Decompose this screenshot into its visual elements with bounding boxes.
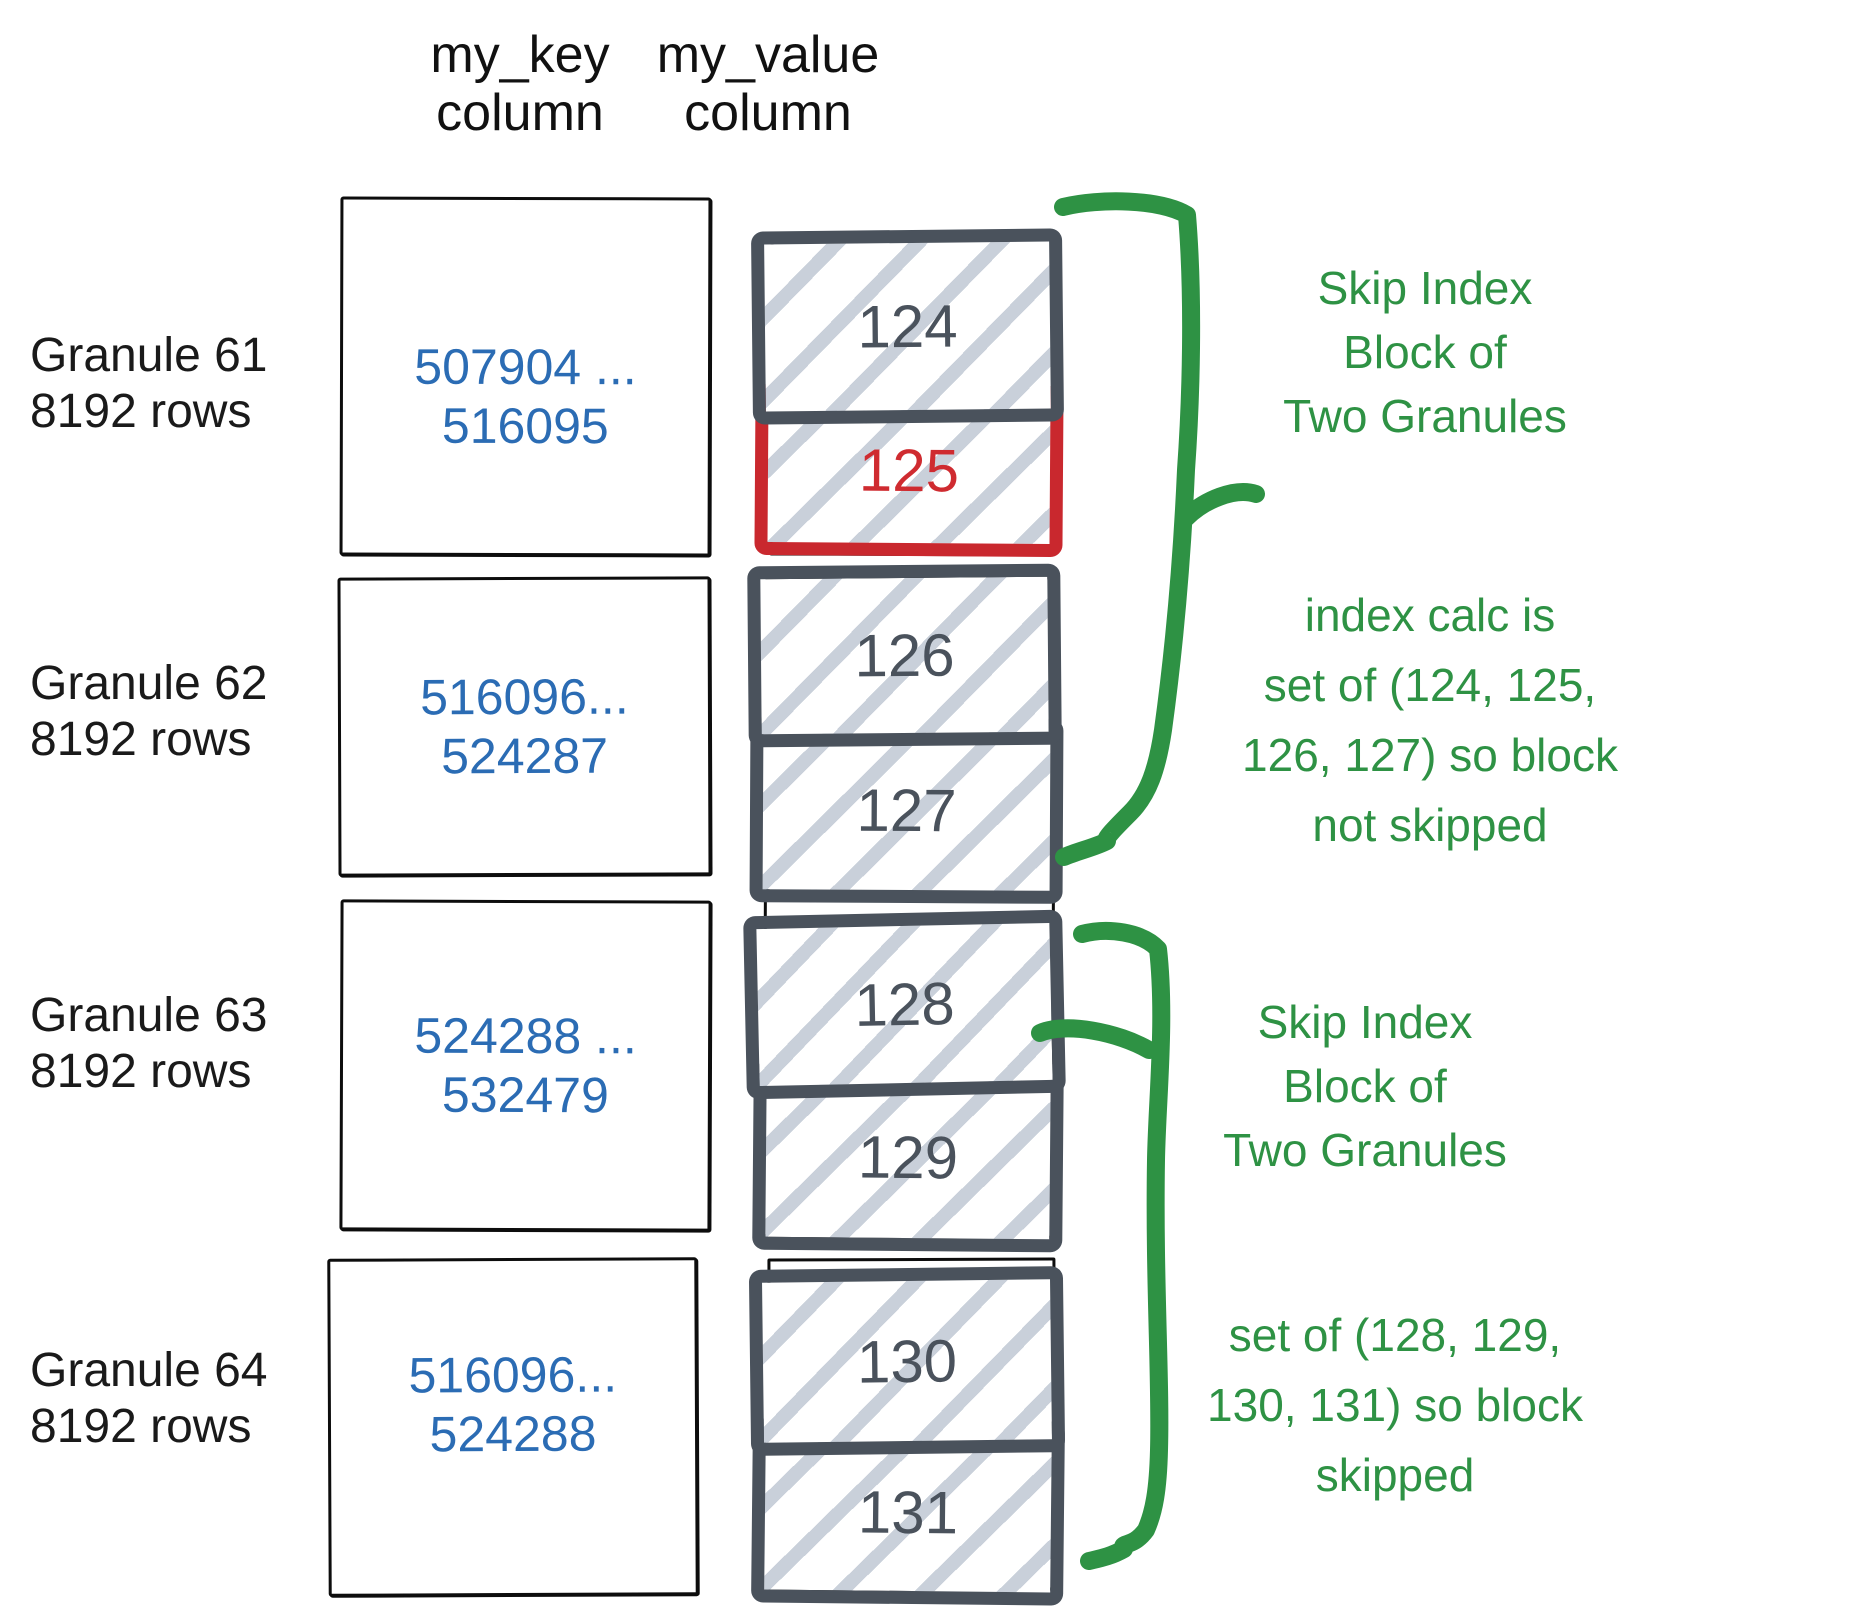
- granule-63-name: Granule 63: [30, 989, 268, 1042]
- brace-granules-63-64-tick: [1031, 1019, 1158, 1059]
- annotation3-line3: Two Granules: [1223, 1124, 1507, 1176]
- granule-61-rows: 8192 rows: [30, 385, 252, 438]
- granule-64-label: Granule 64 8192 rows: [30, 1343, 268, 1455]
- granule-62-label: Granule 62 8192 rows: [30, 656, 268, 768]
- annotation-skip-block-2: Skip Index Block of Two Granules: [1075, 990, 1655, 1182]
- granule-62-name: Granule 62: [30, 657, 268, 710]
- annotation1-line2: Block of: [1343, 326, 1507, 378]
- annotation2-line3: 126, 127) so block: [1242, 729, 1618, 781]
- granule-62-rows: 8192 rows: [30, 713, 252, 766]
- annotation3-line1: Skip Index: [1257, 996, 1473, 1048]
- my-value-column-header: my_value column: [578, 26, 958, 142]
- annotation1-line3: Two Granules: [1283, 390, 1567, 442]
- annotation2-line1: index calc is: [1304, 589, 1556, 641]
- annotation-not-skipped: index calc is set of (124, 125, 126, 127…: [1130, 580, 1730, 860]
- annotation2-line2: set of (124, 125,: [1263, 659, 1597, 711]
- annotation4-line1: set of (128, 129,: [1228, 1309, 1562, 1361]
- brace-granules-61-62-tick: [1177, 483, 1265, 527]
- my-value-header-line1: my_value: [656, 26, 880, 84]
- annotation-skipped: set of (128, 129, 130, 131) so block ski…: [1095, 1300, 1695, 1510]
- my-key-header-line1: my_key: [430, 26, 610, 84]
- annotation4-line3: skipped: [1315, 1449, 1475, 1501]
- brace-granules-63-64: [1073, 921, 1171, 1570]
- my-value-header-line2: column: [684, 84, 852, 142]
- annotation3-line2: Block of: [1283, 1060, 1447, 1112]
- annotation1-line1: Skip Index: [1317, 262, 1533, 314]
- my-key-column-header: my_key column: [330, 26, 710, 142]
- granule-63-rows: 8192 rows: [30, 1045, 252, 1098]
- granule-64-rows: 8192 rows: [30, 1400, 252, 1453]
- granule-64-name: Granule 64: [30, 1344, 268, 1397]
- granule-61-name: Granule 61: [30, 329, 268, 382]
- granule-61-label: Granule 61 8192 rows: [30, 328, 268, 440]
- brace-granules-61-62: [1054, 192, 1201, 866]
- granule-63-label: Granule 63 8192 rows: [30, 988, 268, 1100]
- annotation-skip-block-1: Skip Index Block of Two Granules: [1140, 256, 1710, 448]
- my-key-header-line2: column: [436, 84, 604, 142]
- annotation4-line2: 130, 131) so block: [1207, 1379, 1583, 1431]
- annotation2-line4: not skipped: [1312, 799, 1548, 851]
